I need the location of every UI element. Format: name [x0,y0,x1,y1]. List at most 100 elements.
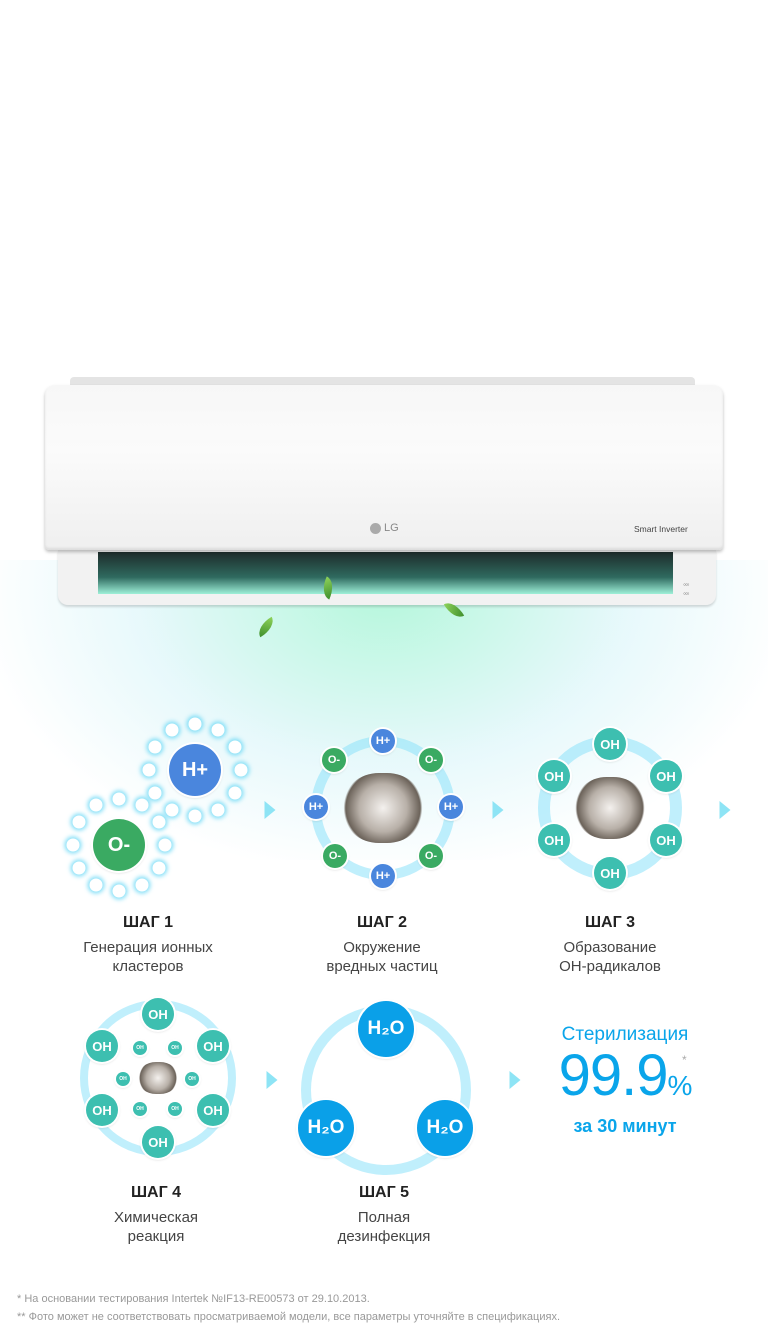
ion-oh: OH [168,1102,182,1116]
bubble-icon [188,809,202,823]
bubble-icon [148,740,162,754]
step-desc: Образование [563,939,657,956]
step-desc: дезинфекция [337,1228,431,1245]
result-label: Стерилизация [561,1024,689,1045]
bubble-icon [165,803,179,817]
display-icon: ◦◦◦◦◦◦ [683,580,689,598]
bubble-icon [152,815,166,829]
ion-oh: OH [538,760,570,792]
footnote-marker: * [682,1053,687,1067]
bubble-icon [135,878,149,892]
ion-h: H+ [304,795,328,819]
bubble-icon [89,798,103,812]
step-3-caption: ШАГ 3 Образование ОН-радикалов [510,914,710,976]
sterilization-result: Стерилизация 99.9% за 30 минут [545,1024,705,1137]
ion-oh: OH [86,1094,118,1126]
ac-top-grille [70,377,695,387]
arrow-right-icon [719,801,731,819]
h2o-molecule: H₂O [298,1100,354,1156]
brand-logo: LG [370,522,399,534]
result-number: 99.9 [558,1043,669,1108]
step-2-caption: ШАГ 2 Окружение вредных частиц [282,914,482,976]
h2o-molecule: H₂O [358,1001,414,1057]
model-label: Smart Inverter [634,524,688,534]
arrow-right-icon [266,1071,278,1089]
bubble-icon [112,884,126,898]
result-period: за 30 минут [573,1116,677,1136]
ion-oh: OH [116,1072,130,1086]
footnote: ** Фото может не соответствовать просмат… [17,1311,561,1323]
step-desc: Полная [357,1209,411,1226]
ion-h: H+ [371,864,395,888]
ion-h: H+ [169,744,221,796]
ac-air-vent [98,552,673,594]
bubble-icon [152,861,166,875]
ion-oh: OH [650,824,682,856]
ion-oh: OH [185,1072,199,1086]
h2o-molecule: H₂O [417,1100,473,1156]
step-title: ШАГ 5 [358,1184,410,1201]
bubble-icon [211,723,225,737]
step-1-caption: ШАГ 1 Генерация ионных кластеров [48,914,248,976]
step-desc: Окружение [343,939,421,956]
bubble-icon [228,740,242,754]
result-value: 99.9% [545,1046,705,1116]
ion-h: H+ [439,795,463,819]
ion-oh: OH [133,1102,147,1116]
ion-o: O- [323,844,347,868]
arrow-right-icon [509,1071,521,1089]
ion-oh: OH [197,1094,229,1126]
ion-oh: OH [538,824,570,856]
ion-oh: OH [197,1030,229,1062]
ion-o: O- [419,748,443,772]
bubble-icon [188,717,202,731]
ion-oh: OH [86,1030,118,1062]
step-desc: ОН-радикалов [559,958,661,975]
step-4-caption: ШАГ 4 Химическая реакция [56,1184,256,1246]
ion-h: H+ [371,729,395,753]
bubble-icon [66,838,80,852]
arrow-right-icon [264,801,276,819]
step-title: ШАГ 1 [122,914,174,931]
bubble-icon [165,723,179,737]
ion-o: O- [419,844,443,868]
brand-text: LG [384,522,399,534]
ion-oh: OH [168,1041,182,1055]
bubble-icon [158,838,172,852]
bubble-icon [72,861,86,875]
result-unit: % [667,1070,692,1101]
bubble-icon [89,878,103,892]
ion-o: O- [322,748,346,772]
ion-oh: OH [142,998,174,1030]
bubble-icon [234,763,248,777]
step-5-caption: ШАГ 5 Полная дезинфекция [284,1184,484,1246]
footnote: * На основании тестирования Intertek №IF… [17,1293,370,1305]
dust-particle [575,777,645,839]
ion-o: O- [93,819,145,871]
ion-oh: OH [594,857,626,889]
bubble-icon [142,763,156,777]
step-title: ШАГ 3 [584,914,636,931]
dust-particle [138,1062,178,1094]
ac-front-panel [45,385,723,550]
step-desc: вредных частиц [326,958,438,975]
ion-oh: OH [142,1126,174,1158]
step-desc: реакция [127,1228,185,1245]
bubble-icon [72,815,86,829]
bubble-icon [211,803,225,817]
bubble-icon [228,786,242,800]
bubble-icon [148,786,162,800]
bubble-icon [135,798,149,812]
step-desc: Химическая [113,1209,199,1226]
step-desc: кластеров [112,958,184,975]
lg-logo-icon [370,522,381,534]
step-desc: Генерация ионных [83,939,213,956]
ion-oh: OH [133,1041,147,1055]
ion-oh: OH [650,760,682,792]
ion-oh: OH [594,728,626,760]
step-title: ШАГ 4 [130,1184,182,1201]
step-title: ШАГ 2 [356,914,408,931]
dust-particle [343,773,423,843]
bubble-icon [112,792,126,806]
arrow-right-icon [492,801,504,819]
